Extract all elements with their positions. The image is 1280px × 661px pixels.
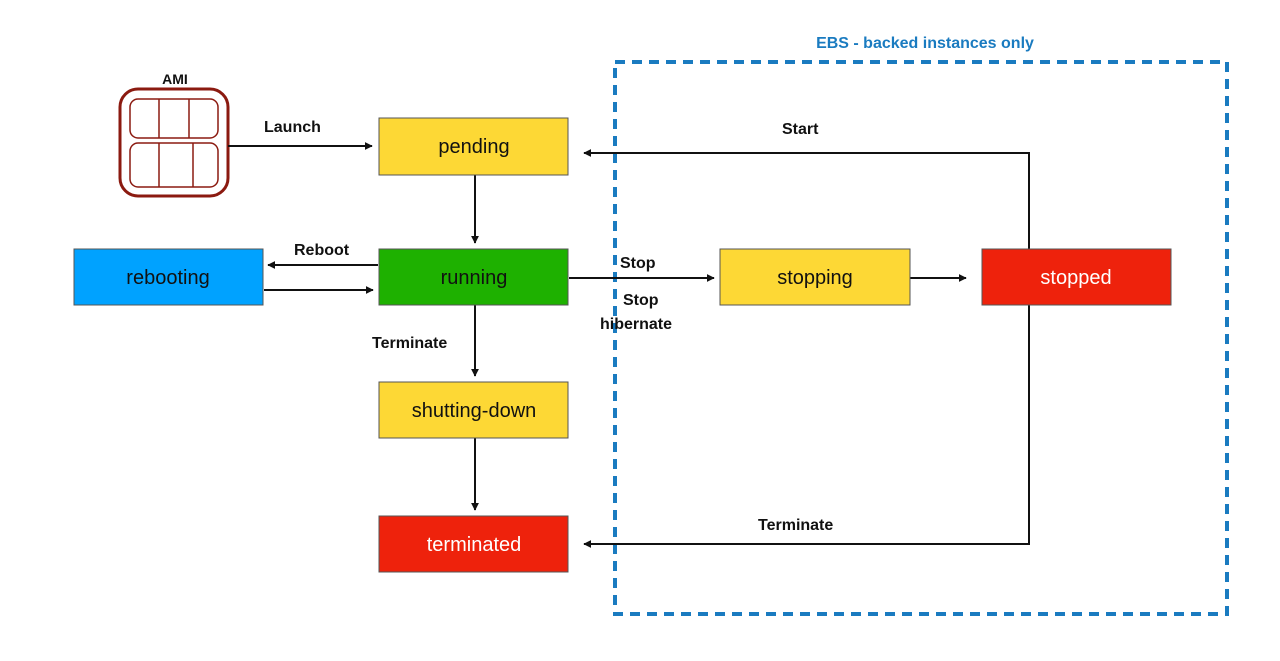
ami-label: AMI — [162, 71, 188, 87]
ami-icon — [118, 87, 230, 198]
edge-start — [583, 149, 1030, 249]
edge-reboot-label: Reboot — [294, 242, 350, 259]
node-pending: pending — [378, 117, 569, 176]
edge-start-label: Start — [782, 121, 819, 138]
svg-text:shutting-down: shutting-down — [412, 400, 537, 422]
svg-text:stopping: stopping — [777, 267, 853, 289]
node-shutting-down: shutting-down — [378, 381, 569, 439]
ebs-region-label: EBS - backed instances only — [816, 35, 1034, 52]
edge-terminate-stopped — [583, 305, 1030, 548]
node-rebooting: rebooting — [73, 248, 264, 306]
node-stopping: stopping — [719, 248, 911, 306]
ebs-region-box — [613, 60, 1229, 616]
svg-text:terminated: terminated — [427, 534, 522, 556]
node-running: running — [378, 248, 569, 306]
edge-stop-hibernate-label-2: hibernate — [600, 316, 672, 333]
svg-text:pending: pending — [438, 136, 509, 158]
node-stopped: stopped — [981, 248, 1172, 306]
edge-stop-label: Stop — [620, 255, 656, 272]
svg-text:running: running — [441, 267, 508, 289]
edge-launch-label: Launch — [264, 119, 321, 136]
svg-text:stopped: stopped — [1040, 267, 1111, 289]
edge-terminate-running-label: Terminate — [372, 335, 447, 352]
edge-stop-hibernate-label-1: Stop — [623, 292, 659, 309]
svg-text:rebooting: rebooting — [126, 267, 209, 289]
node-terminated: terminated — [378, 515, 569, 573]
edge-terminate-stopped-label: Terminate — [758, 517, 833, 534]
